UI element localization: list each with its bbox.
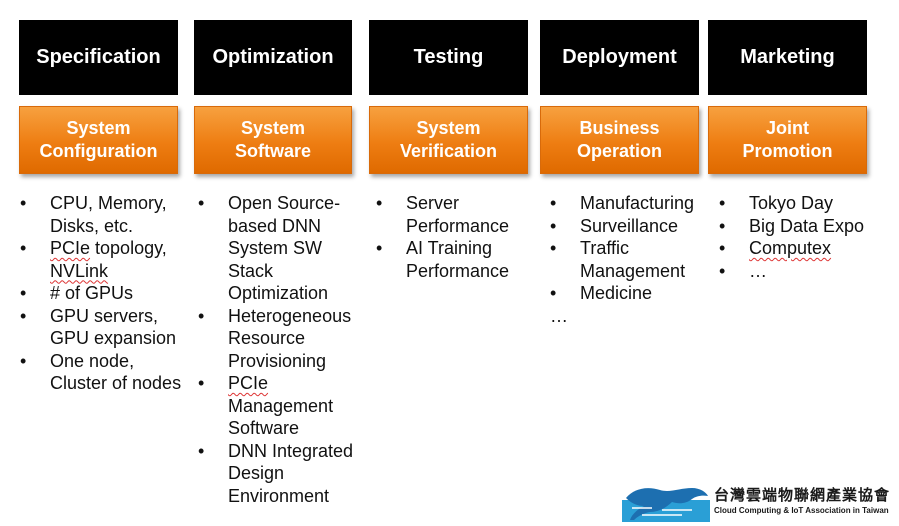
- bullet-item: PCIe Management Software: [198, 372, 366, 440]
- bullet-item: # of GPUs: [20, 282, 195, 305]
- spellcheck-flagged-text: NVLink: [50, 260, 109, 281]
- bullet-item: Medicine: [550, 282, 710, 305]
- bullet-item: Server Performance: [376, 192, 534, 237]
- ellipsis-item: …: [550, 305, 710, 328]
- bullet-item: Computex: [719, 237, 889, 260]
- task-line: Software: [234, 141, 312, 161]
- bullet-item: Heterogeneous Resource Provisioning: [198, 305, 366, 373]
- phase-label: Deployment: [562, 46, 677, 68]
- bullet-text: GPU servers, GPU expansion: [50, 305, 177, 349]
- bullet-text: Medicine: [580, 283, 653, 303]
- bullet-text: Surveillance: [580, 215, 679, 236]
- bullet-item: Surveillance: [550, 215, 710, 238]
- spellcheck-flagged-text: PCIe: [50, 238, 91, 258]
- bullet-text: …: [749, 260, 767, 281]
- bullet-text: CPU, Memory, Disks, etc.: [50, 193, 167, 236]
- association-logo: 台灣雲端物聯網產業協會 Cloud Computing & IoT Associ…: [622, 482, 892, 522]
- bullet-text: # of GPUs: [50, 283, 134, 303]
- task-line: Joint: [766, 118, 809, 138]
- phase-header-marketing: Marketing: [708, 20, 867, 95]
- logo-name-zh: 台灣雲端物聯網產業協會: [714, 487, 891, 504]
- task-line: System: [416, 118, 481, 138]
- bullet-list-optimization: Open Source-based DNN System SW Stack Op…: [198, 192, 366, 507]
- bullet-list-marketing: Tokyo DayBig Data ExpoComputex…: [719, 192, 889, 282]
- spellcheck-flagged-text: Computex: [749, 238, 832, 258]
- spellcheck-flagged-text: PCIe: [228, 373, 269, 393]
- cheetah-logo-icon: [622, 482, 710, 522]
- bullet-text: DNN Integrated Design Environment: [228, 440, 354, 506]
- task-line: Business: [579, 118, 660, 138]
- phase-label: Marketing: [740, 46, 835, 68]
- bullet-text: Traffic Management: [580, 238, 686, 281]
- task-line: Configuration: [39, 141, 158, 161]
- bullet-item: …: [719, 260, 889, 283]
- logo-name-en: Cloud Computing & IoT Association in Tai…: [714, 506, 889, 515]
- task-line: System: [66, 118, 131, 138]
- bullet-item: Traffic Management: [550, 237, 710, 282]
- task-line: Verification: [399, 141, 498, 161]
- phase-label: Specification: [36, 46, 161, 68]
- bullet-item: Big Data Expo: [719, 215, 889, 238]
- bullet-text: …: [550, 305, 568, 326]
- bullet-item: GPU servers, GPU expansion: [20, 305, 195, 350]
- phase-header-testing: Testing: [369, 20, 528, 95]
- phase-header-deployment: Deployment: [540, 20, 699, 95]
- bullet-text: Server Performance: [406, 193, 510, 236]
- bullet-text: Open Source-based DNN System SW Stack Op…: [228, 193, 341, 303]
- bullet-item: CPU, Memory, Disks, etc.: [20, 192, 195, 237]
- task-line: Operation: [576, 141, 662, 161]
- bullet-item: DNN Integrated Design Environment: [198, 440, 366, 508]
- phase-label: Testing: [413, 46, 484, 68]
- bullet-item: PCIe topology, NVLink: [20, 237, 195, 282]
- bullet-text: Heterogeneous Resource Provisioning: [228, 305, 352, 371]
- bullet-item: Open Source-based DNN System SW Stack Op…: [198, 192, 366, 305]
- bullet-list-deployment: ManufacturingSurveillanceTraffic Managem…: [550, 192, 710, 327]
- phase-header-optimization: Optimization: [194, 20, 352, 95]
- bullet-list-specification: CPU, Memory, Disks, etc.PCIe topology, N…: [20, 192, 195, 395]
- task-line: Promotion: [742, 141, 833, 161]
- bullet-text: Tokyo Day: [749, 193, 834, 213]
- phase-label: Optimization: [212, 46, 334, 68]
- bullet-text: Manufacturing: [580, 193, 695, 213]
- bullet-item: One node, Cluster of nodes: [20, 350, 195, 395]
- phase-header-specification: Specification: [19, 20, 178, 95]
- bullet-text: Management Software: [228, 395, 334, 439]
- bullet-item: Manufacturing: [550, 192, 710, 215]
- bullet-text: One node, Cluster of nodes: [50, 350, 182, 394]
- bullet-list-testing: Server PerformanceAI Training Performanc…: [376, 192, 534, 282]
- bullet-text: AI Training Performance: [406, 238, 510, 281]
- task-line: System: [240, 118, 306, 138]
- bullet-text: Big Data Expo: [749, 215, 865, 236]
- bullet-item: Tokyo Day: [719, 192, 889, 215]
- bullet-text: topology,: [90, 238, 167, 258]
- bullet-item: AI Training Performance: [376, 237, 534, 282]
